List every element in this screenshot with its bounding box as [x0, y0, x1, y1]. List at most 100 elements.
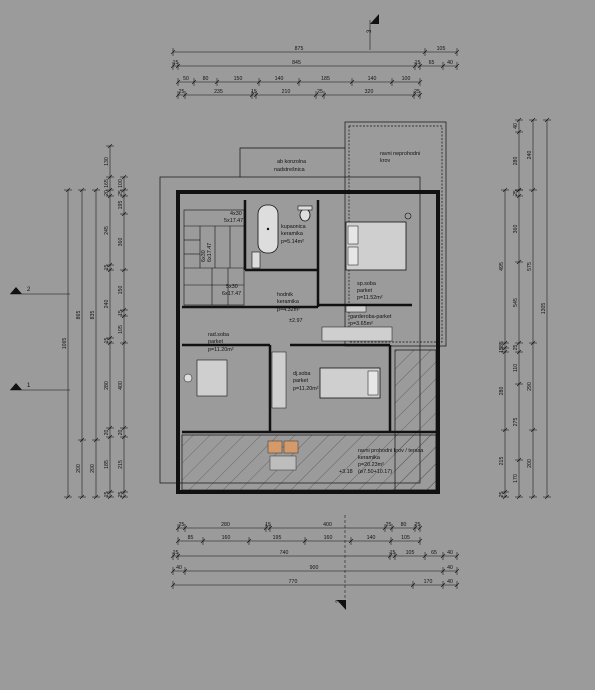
dimension-value: 65: [431, 550, 437, 556]
dimension-value: 360: [513, 225, 519, 234]
dimension-value: 15: [104, 338, 110, 344]
stair-mid-label: 6x306x17.47: [201, 243, 213, 262]
outer-walls: [176, 190, 440, 494]
dimension-value: 25: [513, 190, 519, 196]
dimension-value: 200: [527, 459, 533, 468]
section-marker-left-1: 1: [10, 383, 70, 391]
dimension-value: 280: [221, 522, 230, 528]
dimension-value: 195: [118, 201, 124, 210]
dimension-value: 40: [513, 123, 519, 129]
staircase: [183, 209, 245, 306]
dimension-value: 770: [289, 579, 298, 585]
dimension-value: 25: [179, 89, 185, 95]
dimension-value: 280: [104, 381, 110, 390]
dimension-value: 160: [222, 535, 231, 541]
dimension-value: 235: [214, 89, 223, 95]
dimension-value: 165: [104, 179, 110, 188]
flat-roof-outline: [344, 121, 447, 347]
interior-walls: [182, 200, 436, 434]
dimension-value: 25: [415, 522, 421, 528]
dimension-value: 15: [173, 60, 179, 66]
section-marker-bottom: 3: [336, 515, 346, 610]
dimension-value: 85: [188, 535, 194, 541]
svg-text:1: 1: [27, 383, 31, 389]
dimension-value: 140: [368, 76, 377, 82]
dimension-value: 185: [104, 460, 110, 469]
dimension-value: 170: [513, 474, 519, 483]
dimension-value: 50: [183, 76, 189, 82]
dimension-value: 40: [447, 565, 453, 571]
dimension-value: 20: [104, 430, 110, 436]
dimension-value: 25: [317, 89, 323, 95]
dimension-value: 40: [447, 550, 453, 556]
dimension-value: 160: [324, 535, 333, 541]
dimension-value: 100: [402, 76, 411, 82]
dimension-value: 25: [499, 492, 505, 498]
section-marker-left-2: 2: [10, 287, 70, 295]
dimension-value: 80: [401, 522, 407, 528]
section-marker-top: 3: [367, 14, 379, 50]
dimension-value: 150: [118, 286, 124, 295]
dimension-value: 15: [104, 265, 110, 271]
dimension-value: 110: [513, 364, 519, 372]
dimension-value: 15: [265, 522, 271, 528]
dimension-value: 105: [401, 535, 410, 541]
dimension-value: 105: [437, 46, 446, 52]
svg-text:3: 3: [367, 29, 373, 33]
dimension-value: 200: [90, 464, 96, 473]
dimension-value: 1305: [541, 303, 547, 315]
dimension-value: 100: [118, 179, 124, 188]
dimension-value: 140: [367, 535, 376, 541]
dimension-value: 240: [527, 151, 533, 160]
dimension-value: 40: [176, 565, 182, 571]
dimension-value: 575: [527, 262, 533, 271]
dimension-value: 385: [499, 341, 505, 350]
dimension-value: 25: [118, 190, 124, 196]
dimension-value: 400: [118, 381, 124, 390]
dimension-value: 290: [527, 382, 533, 391]
dimension-value: 80: [203, 76, 209, 82]
kids-bed: [319, 367, 381, 399]
dimension-value: 25: [386, 522, 392, 528]
dimension-value: 320: [365, 89, 374, 95]
dimension-value: 170: [424, 579, 433, 585]
dimension-value: 835: [90, 311, 96, 320]
dimension-value: 105: [118, 325, 124, 334]
dimension-value: 1065: [62, 338, 68, 350]
sink: [251, 251, 261, 269]
dimension-value: 740: [280, 550, 289, 556]
flat-roof-inner: [348, 125, 443, 343]
dimension-value: 210: [282, 89, 291, 95]
cantilever-outline: [239, 147, 345, 177]
dimension-value: 15: [415, 60, 421, 66]
bathtub: [257, 204, 279, 254]
dimension-value: 15: [118, 310, 124, 316]
terrace-area: [181, 349, 437, 491]
dimension-value: 185: [321, 76, 330, 82]
dimension-value: 200: [76, 464, 82, 473]
dimension-value: 195: [273, 535, 282, 541]
dimension-value: 65: [429, 60, 435, 66]
dimension-value: 25: [118, 492, 124, 498]
dimension-value: 15: [251, 89, 257, 95]
dimension-value: 40: [447, 579, 453, 585]
dimension-value: 20: [118, 430, 124, 436]
dimension-value: 865: [76, 311, 82, 320]
dimension-value: 545: [513, 298, 519, 307]
dimension-value: 25: [179, 522, 185, 528]
dimension-value: 25: [513, 345, 519, 351]
toilet: [297, 205, 313, 222]
dimension-value: 40: [447, 60, 453, 66]
dimension-value: 130: [104, 157, 110, 166]
